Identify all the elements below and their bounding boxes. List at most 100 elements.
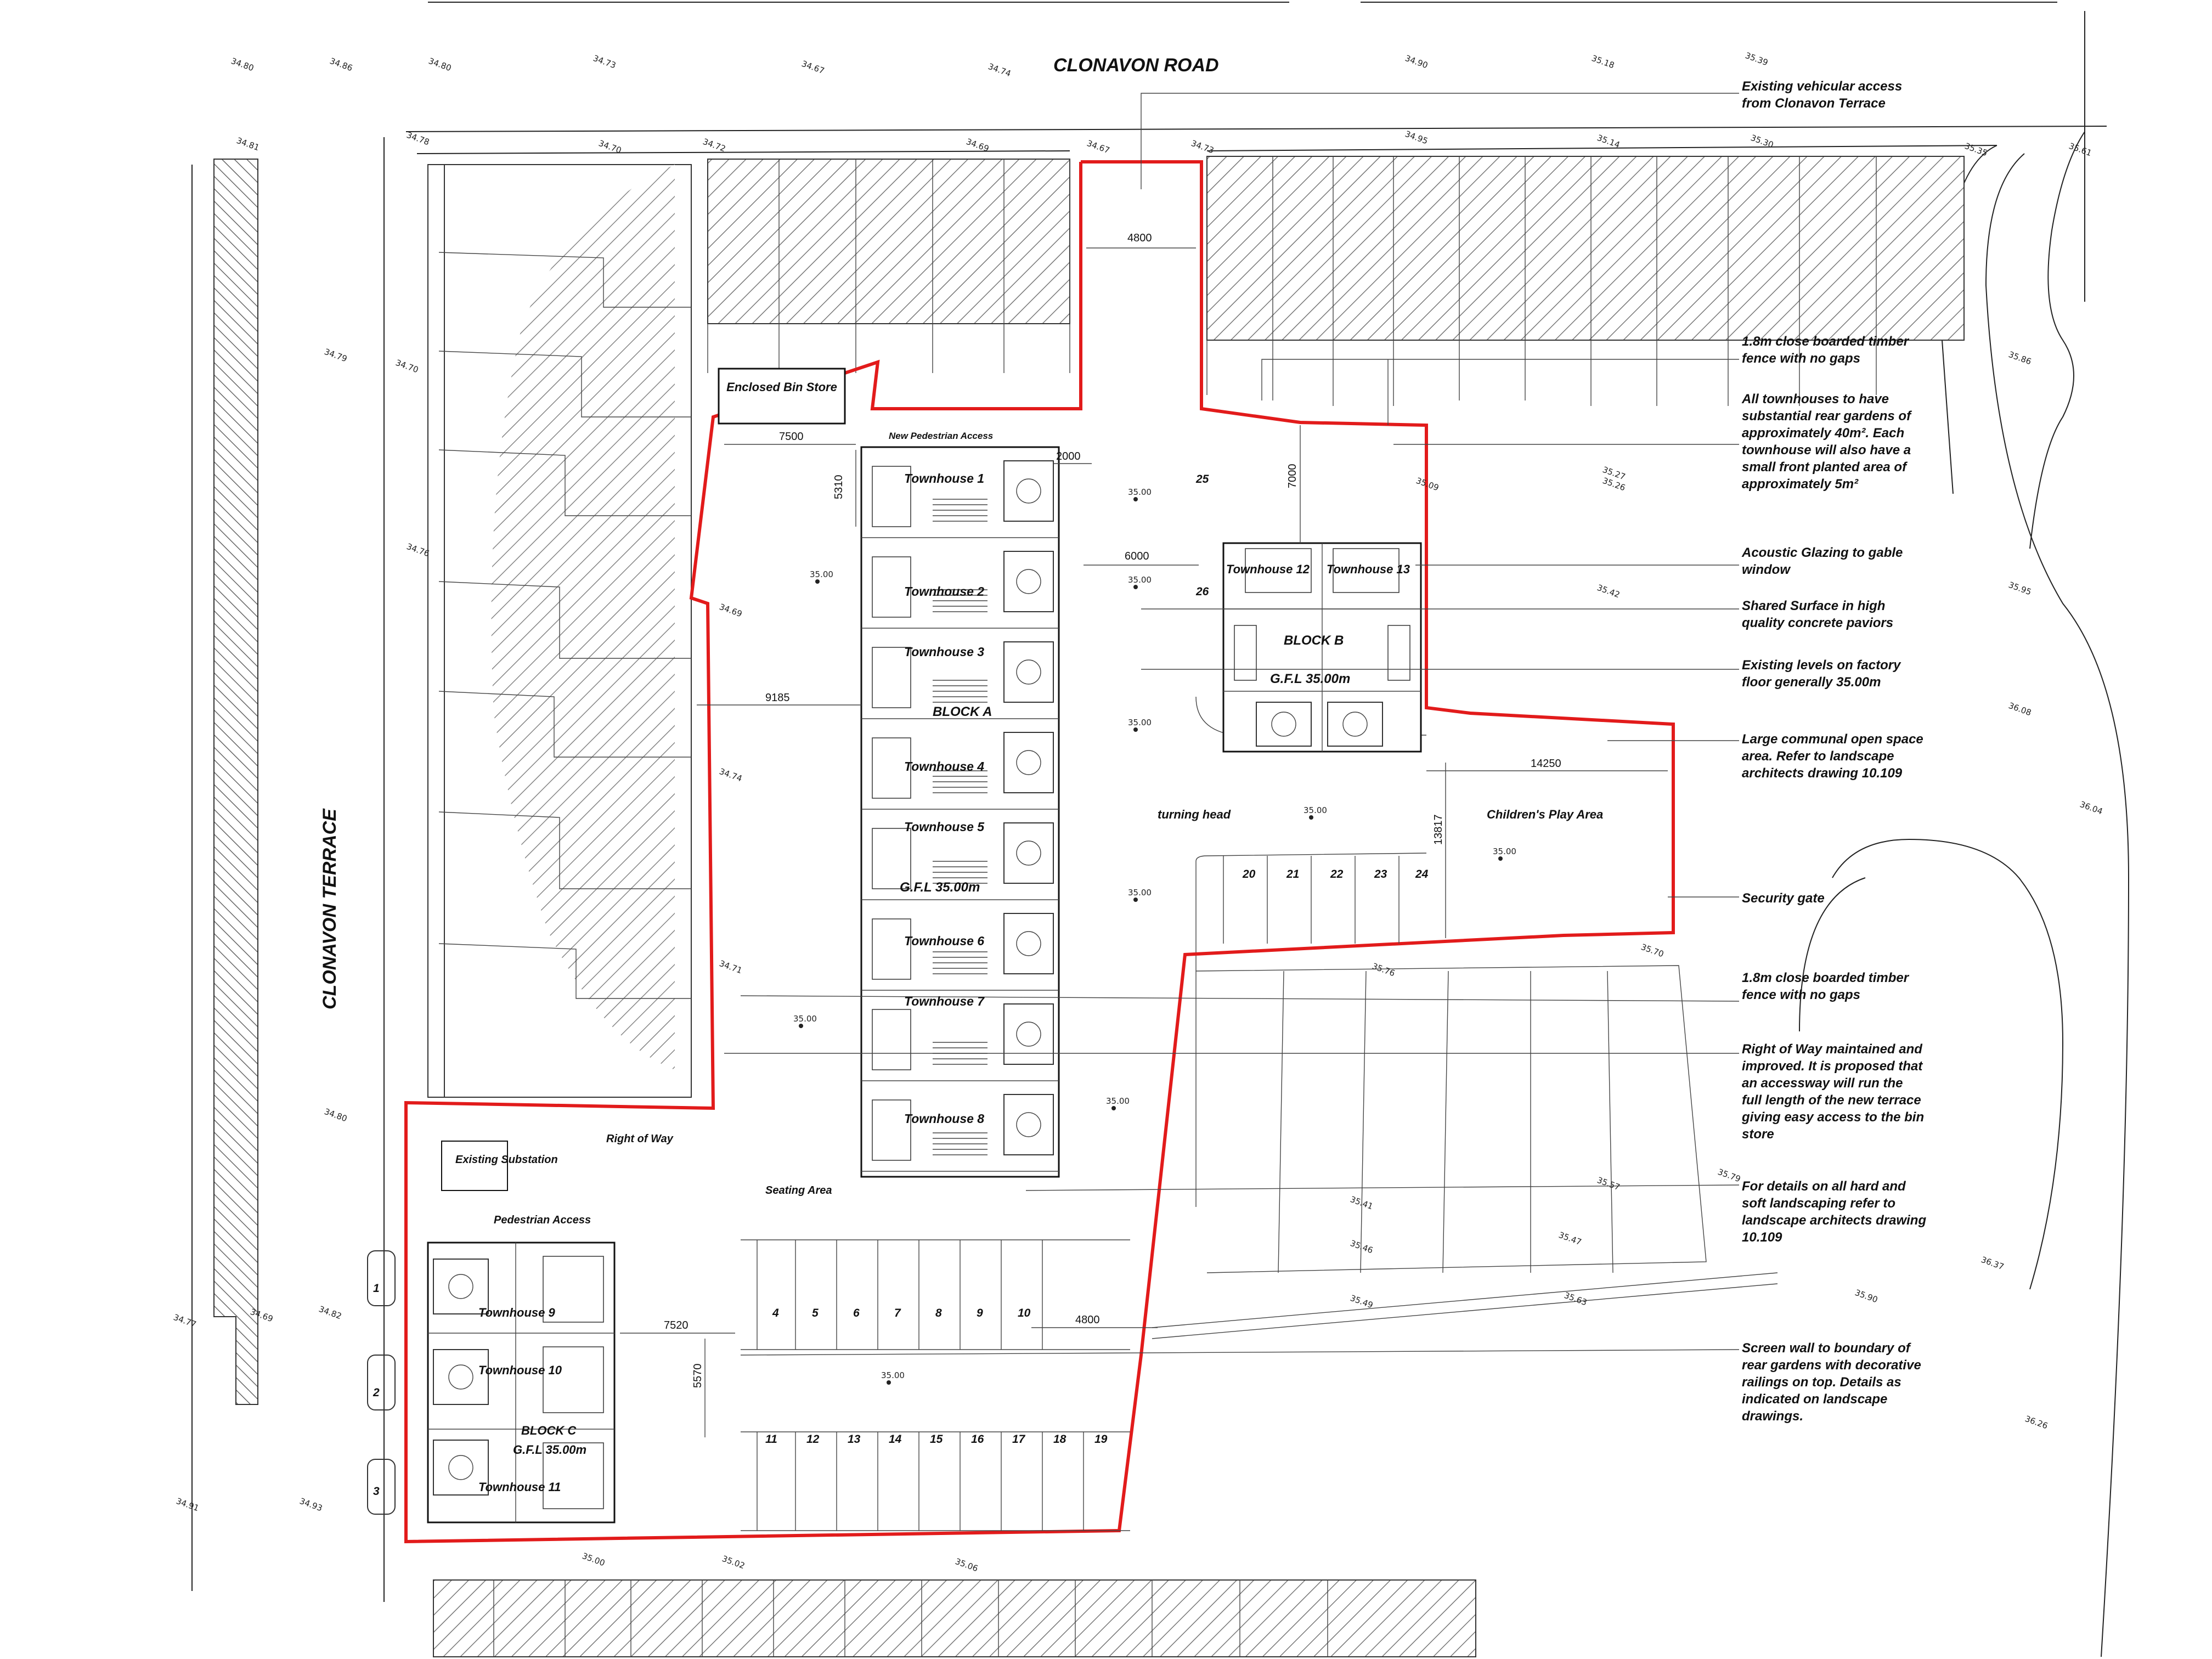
dimension-label: 13817 [1432,814,1444,845]
spot-level: 34.73 [1190,138,1216,156]
block-a-label: BLOCK A [933,704,992,719]
floor-level: 35.00 [1128,487,1152,497]
parking-bay-number: 24 [1415,868,1429,881]
seating-area-label: Seating Area [765,1184,832,1197]
floor-level: 35.00 [1106,1096,1130,1106]
spot-level: 35.76 [1371,961,1397,979]
spot-level: 35.79 [1717,1167,1742,1184]
parking-bay-number: 4 [772,1307,779,1319]
spot-level: 34.81 [235,136,261,153]
parking-bay-number: 11 [765,1433,777,1446]
annotation-note: Acoustic Glazing to gable [1741,545,1903,560]
level-point [1133,585,1138,589]
spot-level: 34.72 [702,137,727,154]
parking-bay-number: 8 [935,1307,942,1319]
parking-bay-number: 23 [1374,868,1387,881]
townhouse-label: Townhouse 5 [904,820,985,834]
parking-bay-number: 18 [1053,1433,1066,1446]
dimension-label: 7000 [1286,464,1299,489]
spot-level: 34.80 [427,56,453,74]
spot-level: 34.93 [298,1496,324,1514]
spot-level: 34.69 [718,602,744,619]
level-point [815,579,820,584]
dimension-label: 6000 [1125,550,1149,562]
parking-bay-number: 20 [1242,868,1256,881]
spot-level: 35.86 [2007,349,2033,367]
annotation-note: an accessway will run the [1742,1076,1903,1091]
existing-substation-label: Existing Substation [455,1154,558,1166]
level-point [1111,1106,1116,1110]
clonavon-terrace-label: CLONAVON TERRACE [319,808,340,1009]
annotation-note: fence with no gaps [1742,351,1860,366]
annotation-note: Security gate [1742,891,1825,906]
dimension-label: 2000 [1056,450,1081,462]
spot-level: 35.70 [1640,942,1666,960]
spot-level: 35.06 [954,1556,980,1574]
parking-bay-number: 16 [971,1433,984,1446]
level-point [1309,815,1313,820]
floor-level: 35.00 [793,1014,817,1024]
bin-store-label-1: Enclosed Bin Store [726,380,837,394]
floor-level: 35.00 [1304,805,1327,815]
new-pedestrian-access-label: New Pedestrian Access [889,431,993,441]
parking-bay-number: 26 [1195,585,1209,598]
parking-bay-number: 3 [373,1485,380,1498]
block-b [1222,542,1422,753]
right-of-way-label: Right of Way [606,1133,674,1145]
spot-level: 34.91 [175,1496,201,1514]
annotation-note: Large communal open space [1742,732,1923,747]
annotation-note: floor generally 35.00m [1742,675,1881,690]
clonavon-road-label: CLONAVON ROAD [1053,55,1219,76]
townhouse-label: Townhouse 3 [904,645,984,659]
spot-level: 34.70 [394,358,420,375]
spot-level: 36.26 [2024,1414,2050,1431]
townhouse-label: Townhouse 10 [478,1363,562,1377]
annotation-note: from Clonavon Terrace [1742,96,1886,111]
annotation-note: substantial rear gardens of [1742,409,1912,424]
spot-level: 34.90 [1404,53,1430,71]
level-point [799,1024,803,1028]
spot-level: 34.95 [1404,129,1430,146]
annotation-note: 1.8m close boarded timber [1742,970,1910,985]
existing-terrace-north [707,156,1965,406]
annotation-note: indicated on landscape [1742,1392,1887,1407]
spot-level: 35.47 [1558,1230,1583,1248]
parking-bay-number: 17 [1012,1433,1026,1446]
dimension-label: 7520 [664,1319,689,1331]
spot-level: 34.80 [323,1107,349,1124]
townhouse-label: Townhouse 9 [478,1306,556,1319]
annotation-note: 1.8m close boarded timber [1742,334,1910,349]
parking-bay-number: 2 [373,1386,380,1399]
block-a [860,446,1060,1178]
townhouse-label: Townhouse 4 [904,759,984,774]
parking-bay-number: 21 [1286,868,1299,881]
parking-bay-number: 9 [977,1307,983,1319]
spot-level: 35.39 [1744,50,1770,68]
annotation-note: small front planted area of [1742,460,1908,475]
townhouse-label: Townhouse 6 [904,934,984,948]
annotation-note: Screen wall to boundary of [1742,1341,1911,1356]
childrens-play-area-label: Children's Play Area [1487,808,1603,821]
parking-bay-number: 1 [373,1282,380,1295]
spot-level: 35.57 [1596,1175,1622,1193]
spot-level: 35.90 [1854,1288,1880,1305]
dimension-label: 4800 [1127,232,1152,244]
dimension-label: 5310 [833,475,845,500]
spot-level: 34.67 [800,59,826,76]
block-b-label: BLOCK B [1284,633,1344,648]
annotation-note: All townhouses to have [1741,392,1889,407]
annotation-note: 10.109 [1742,1230,1782,1245]
annotation-note: quality concrete paviors [1742,616,1893,630]
level-point [1133,497,1138,501]
annotation-note: For details on all hard and [1742,1179,1906,1194]
spot-level: 34.78 [405,130,431,148]
level-point [887,1380,891,1385]
townhouse-label: Townhouse 8 [904,1111,984,1126]
spot-level: 35.95 [2007,580,2033,597]
spot-level: 34.80 [230,56,256,74]
level-point [1133,898,1138,902]
dimension-label: 14250 [1531,758,1561,770]
block-c-label: BLOCK C [521,1424,577,1437]
townhouse-label: Townhouse 12 [1226,562,1310,576]
